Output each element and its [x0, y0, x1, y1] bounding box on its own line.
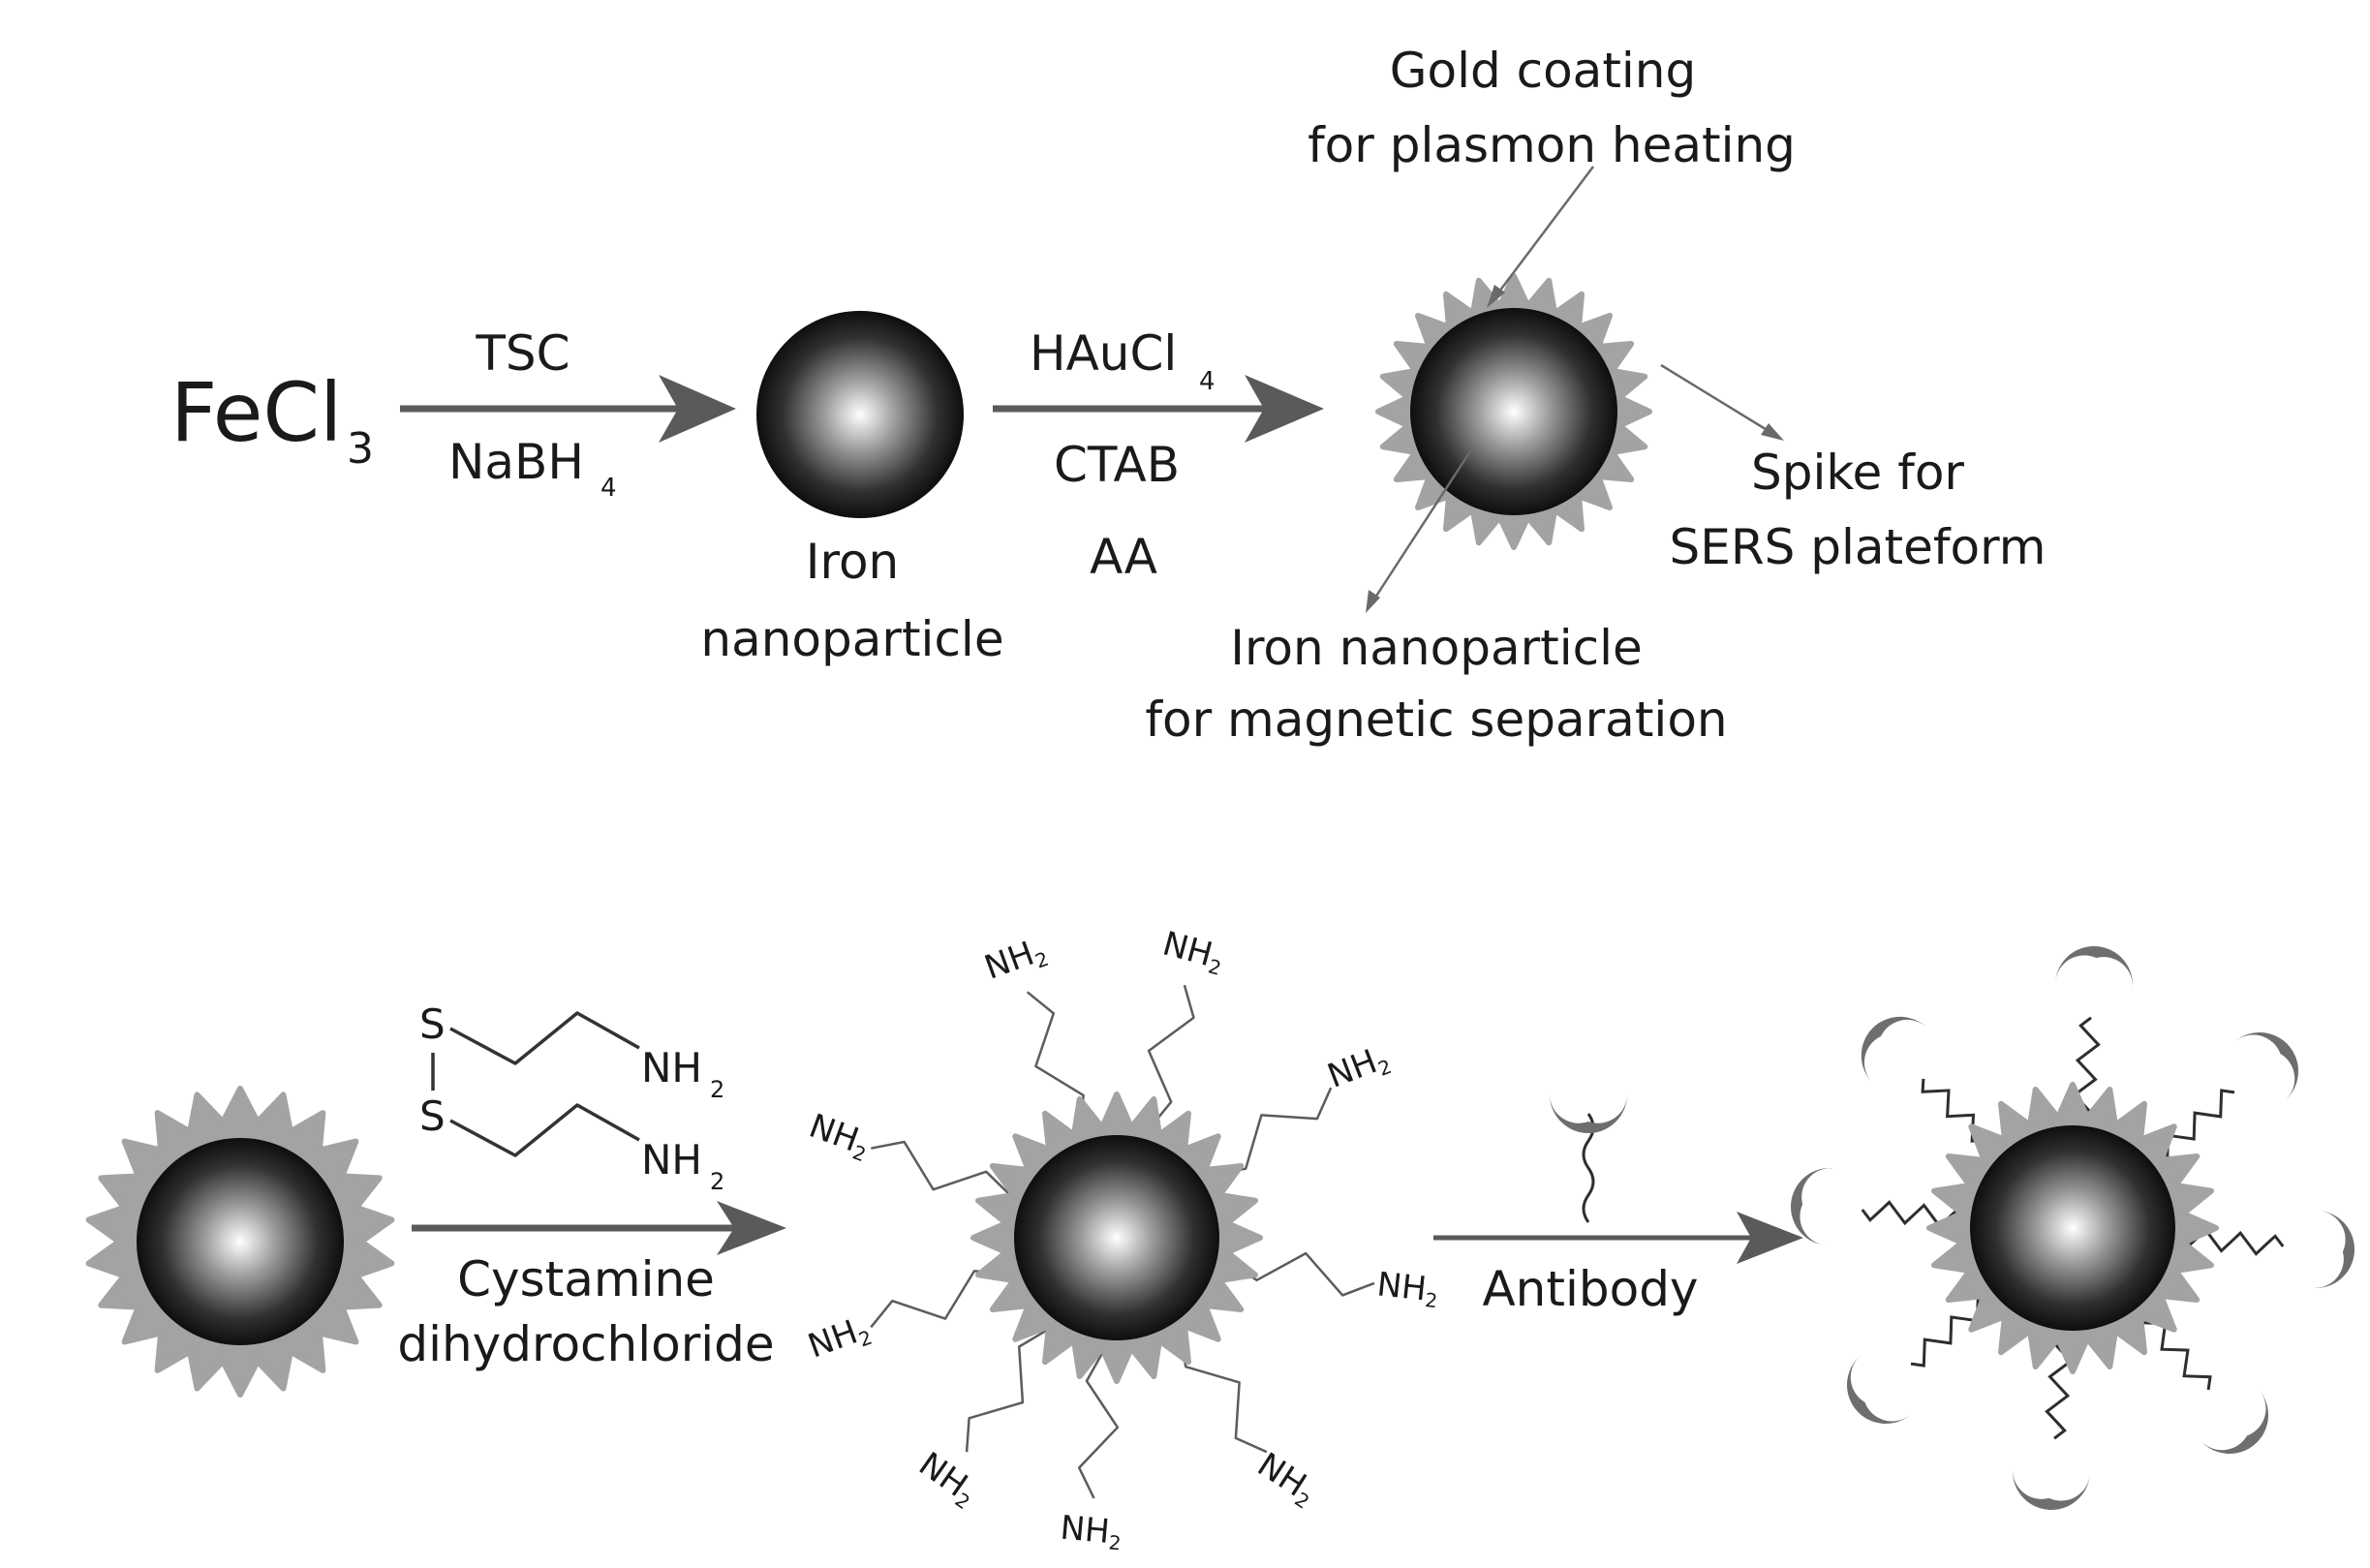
cystamine-ligand [1176, 1324, 1268, 1454]
amine-group: NH2 [803, 1107, 875, 1166]
cystamine-ligand [1203, 1087, 1333, 1179]
sulfur-atom-2: S [419, 1092, 446, 1140]
haucl-subscript: 4 [1199, 367, 1216, 396]
antibody-icon [2312, 1211, 2355, 1288]
spike-label-line2: SERS plateform [1670, 519, 2047, 575]
amine-2-sub: 2 [710, 1168, 724, 1195]
amine-group: NH2 [1322, 1038, 1395, 1098]
cystamine-label-line1: Cystamine [457, 1251, 715, 1307]
callout-spike [1660, 363, 1784, 441]
reagent-nabh4: NaBH 4 [448, 434, 617, 503]
amine-group: NH2 [979, 930, 1051, 989]
haucl-label: HAuCl [1030, 325, 1177, 382]
sulfur-atom-1: S [419, 1000, 446, 1048]
nabh-subscript: 4 [600, 474, 617, 503]
antibody-icon [2055, 946, 2133, 989]
reagent-tsc: TSC [475, 325, 569, 382]
amine-2: NH [641, 1136, 702, 1184]
iron-nanoparticle [756, 311, 964, 518]
antibody-conjugated-nanoparticle [1791, 946, 2355, 1510]
cystamine-structure: S S NH 2 NH 2 [419, 1000, 724, 1195]
cystamine-ligand [1143, 984, 1195, 1136]
fecl-label: FeCl [170, 365, 342, 460]
iron-np-label-line1: Iron [806, 534, 899, 590]
reagent-aa: AA [1090, 529, 1157, 585]
amine-group: NH2 [803, 1308, 875, 1368]
chain-2 [449, 1103, 640, 1157]
cystamine-ligand [1077, 1342, 1120, 1499]
amine-1-sub: 2 [710, 1076, 724, 1103]
antibody-icon [1791, 1168, 1833, 1245]
nabh-label: NaBH [448, 434, 584, 490]
amine-group: NH2 [1158, 924, 1228, 979]
antibody-icon [2200, 1390, 2268, 1454]
antibody-icon [1550, 1094, 1627, 1133]
reaction-arrow-2 [993, 375, 1324, 443]
antibody-icon [1861, 1016, 1928, 1084]
cystamine-ligand [871, 1140, 1018, 1203]
antibody-icon [1847, 1355, 1911, 1424]
chain-1 [449, 1011, 640, 1065]
antibody-icon [2234, 1032, 2298, 1101]
reagent-haucl4: HAuCl 4 [1030, 325, 1216, 396]
cystamine-label-line2: dihydrochloride [397, 1316, 774, 1372]
amine-1: NH [641, 1044, 702, 1091]
antibody-label: Antibody [1482, 1261, 1698, 1317]
iron-core-label-line1: Iron nanoparticle [1230, 620, 1643, 676]
spike-label-line1: Spike for [1751, 445, 1964, 501]
antibody-icon [2013, 1467, 2090, 1510]
amine-group: NH2 [1059, 1509, 1123, 1554]
reaction-arrow-3 [412, 1201, 786, 1255]
amine-group: NH2 [1249, 1445, 1323, 1513]
reaction-arrow-1 [400, 375, 736, 443]
reactant-fecl3: FeCl 3 [170, 365, 374, 474]
iron-np-label-line2: nanoparticle [700, 611, 1003, 667]
fecl-subscript: 3 [347, 424, 374, 474]
amine-group: NH2 [1375, 1265, 1441, 1311]
gold-coated-nanoparticle-start [85, 1086, 395, 1398]
cystamine-ligand [965, 1324, 1057, 1453]
gold-coated-nanoparticle [1375, 273, 1652, 550]
reaction-arrow-4 [1433, 1212, 1803, 1264]
callout-gold-coating [1487, 166, 1594, 308]
antibody-reagent-icon [1550, 1094, 1627, 1223]
iron-core-label-line2: for magnetic separation [1145, 692, 1727, 748]
gold-coating-label-line1: Gold coating [1390, 43, 1697, 99]
gold-coating-label-line2: for plasmon heating [1308, 117, 1796, 173]
reagent-ctab: CTAB [1054, 437, 1180, 493]
amine-group: NH2 [910, 1445, 984, 1514]
callout-iron-core [1366, 447, 1474, 613]
